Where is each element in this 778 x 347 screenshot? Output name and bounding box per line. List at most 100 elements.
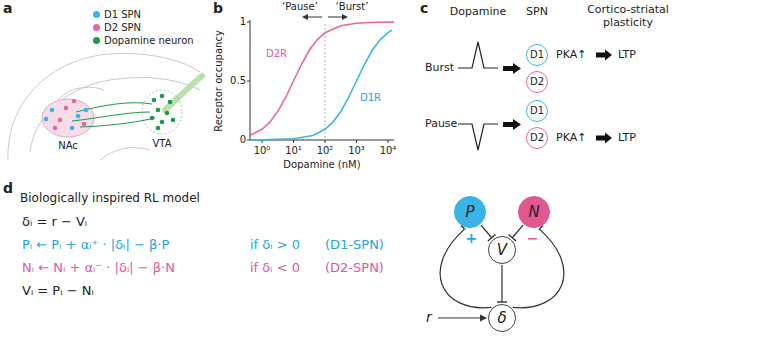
condition: if δᵢ < 0 — [250, 260, 300, 276]
d1-dot — [84, 108, 89, 113]
block-arrow — [596, 133, 612, 144]
legend-text: D2 SPN — [104, 22, 141, 33]
legend-item: Dopamine neuron — [93, 35, 194, 47]
region-label: VTA — [152, 138, 171, 150]
connector — [440, 225, 491, 307]
equation: Pᵢ ← Pᵢ + αᵢ⁺ · |δᵢ| − β·P — [22, 237, 169, 253]
arrow-shaft — [307, 17, 322, 18]
panel-letter: d — [3, 180, 13, 197]
spn-dots — [44, 99, 89, 131]
pathway-note: (D2-SPN) — [325, 260, 384, 276]
range-arrows — [302, 14, 348, 20]
curve-label: D1R — [360, 92, 381, 104]
da-dot — [150, 116, 155, 121]
tick-label: 10² — [317, 145, 334, 157]
spn-circle: D2 — [526, 127, 548, 149]
da-dot — [160, 94, 165, 99]
axis-line — [250, 20, 394, 140]
block-arrows — [503, 50, 612, 144]
projection-fiber — [72, 112, 150, 121]
row-label: Pause — [425, 117, 457, 130]
connector-line — [481, 225, 492, 238]
curve-label: D2R — [266, 48, 287, 60]
block-arrow — [596, 50, 612, 61]
d1-dot — [76, 114, 81, 119]
brain-contour — [30, 78, 200, 152]
input-arrow — [438, 317, 481, 318]
connector — [513, 225, 564, 307]
model-unit: N — [518, 196, 550, 228]
node-text: N — [528, 205, 539, 220]
condition: if δᵢ > 0 — [250, 237, 300, 253]
arrow-shaft — [328, 17, 343, 18]
projection-fiber — [80, 118, 155, 127]
pause-trace — [458, 124, 498, 150]
bar-head — [497, 301, 507, 302]
signal-label: PKA↑ — [556, 48, 586, 61]
tick-label: 10⁴ — [380, 145, 397, 157]
chart-axes — [247, 20, 394, 143]
tick-label: 0 — [240, 134, 246, 146]
pathway-note: (D1-SPN) — [325, 237, 384, 253]
d1-dot — [44, 117, 49, 122]
da-dot — [152, 98, 157, 103]
da-dot — [171, 118, 176, 123]
model-unit: δ — [488, 304, 516, 332]
signal-label: PKA↑ — [556, 131, 586, 144]
node-text: D1 — [530, 106, 544, 116]
d2-dot — [72, 99, 77, 104]
edge-label: + — [464, 230, 478, 247]
d2-dot — [64, 106, 69, 111]
connector-line — [513, 229, 564, 308]
d2r-curve — [250, 22, 394, 135]
connector-line — [440, 229, 491, 308]
equation: Nᵢ ← Nᵢ + αᵢ⁻ · |δᵢ| − β·N — [22, 260, 175, 276]
da-dot — [156, 108, 161, 113]
node-text: δ — [497, 311, 506, 326]
da-dot — [165, 111, 170, 116]
da-dot — [156, 126, 161, 131]
tick-label: 1 — [240, 16, 246, 28]
x-ticks — [262, 140, 388, 143]
arrow-head — [302, 14, 308, 20]
equation: Vᵢ = Pᵢ − Nᵢ — [22, 283, 94, 299]
legend-text: D1 SPN — [104, 9, 141, 20]
spn-circle: D1 — [526, 44, 548, 66]
connector-line — [512, 225, 523, 238]
block-arrow — [503, 119, 521, 130]
legend-swatch — [93, 24, 100, 31]
legend-swatch — [93, 11, 100, 18]
panel-letter: a — [3, 0, 12, 17]
d2-dot — [58, 118, 63, 123]
model-unit: P — [454, 196, 486, 228]
da-dot — [160, 120, 165, 125]
region-label: NAc — [58, 140, 78, 152]
node-text: P — [465, 205, 474, 220]
column-header: Cortico-striatal plasticity — [576, 3, 680, 29]
outcome-label: LTP — [618, 131, 636, 144]
range-label: ‘Pause’ — [282, 1, 318, 13]
arrow-head — [342, 14, 348, 20]
column-header: Dopamine — [450, 5, 506, 18]
node-text: V — [497, 243, 507, 258]
tick-label: 10⁰ — [254, 145, 271, 157]
range-label: ‘Burst’ — [336, 1, 369, 13]
column-header: SPN — [526, 5, 548, 18]
spn-circle: D2 — [526, 71, 548, 93]
projection-fiber — [76, 103, 152, 112]
d2-dot — [82, 122, 87, 127]
burst-trace — [458, 42, 498, 68]
brain-contour — [100, 148, 150, 160]
legend-item: D2 SPN — [93, 22, 141, 34]
axis-title: Dopamine (nM) — [283, 159, 360, 171]
panel-letter: b — [213, 0, 223, 17]
dopamine-neuron-dots — [150, 94, 176, 131]
brain-contour — [58, 87, 104, 100]
connector-line — [501, 265, 502, 302]
axis-title: Receptor occupancy — [213, 30, 225, 132]
model-title: Biologically inspired RL model — [20, 191, 200, 205]
y-ticks — [247, 22, 250, 140]
input-label: r — [426, 309, 432, 326]
block-arrow — [503, 63, 521, 74]
